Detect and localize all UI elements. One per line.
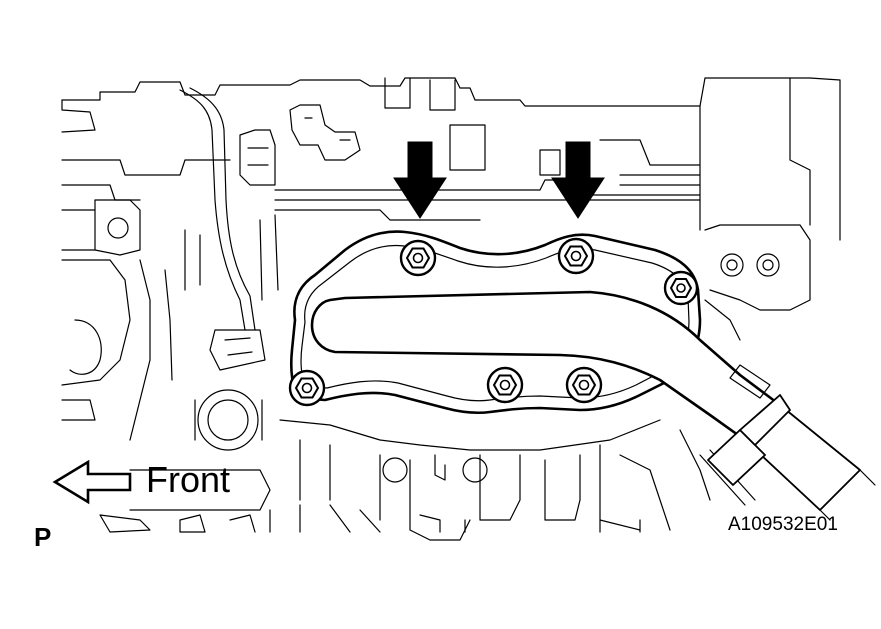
front-direction-label: Front	[146, 459, 231, 500]
down-arrow-icon	[551, 141, 605, 219]
figure-id: A109532E01	[728, 514, 838, 535]
bolt-icon	[565, 366, 603, 404]
bolt-icon	[288, 369, 326, 407]
bolt-icon	[663, 270, 699, 306]
bolt-icon	[399, 239, 437, 277]
bolt-icon	[557, 237, 595, 275]
panel-letter: P	[34, 522, 52, 552]
front-direction-arrow-icon	[52, 459, 132, 505]
exhaust-pipe	[310, 290, 876, 521]
down-arrow-icon	[393, 141, 447, 219]
bolt-group	[288, 237, 699, 407]
bolt-icon	[486, 366, 524, 404]
